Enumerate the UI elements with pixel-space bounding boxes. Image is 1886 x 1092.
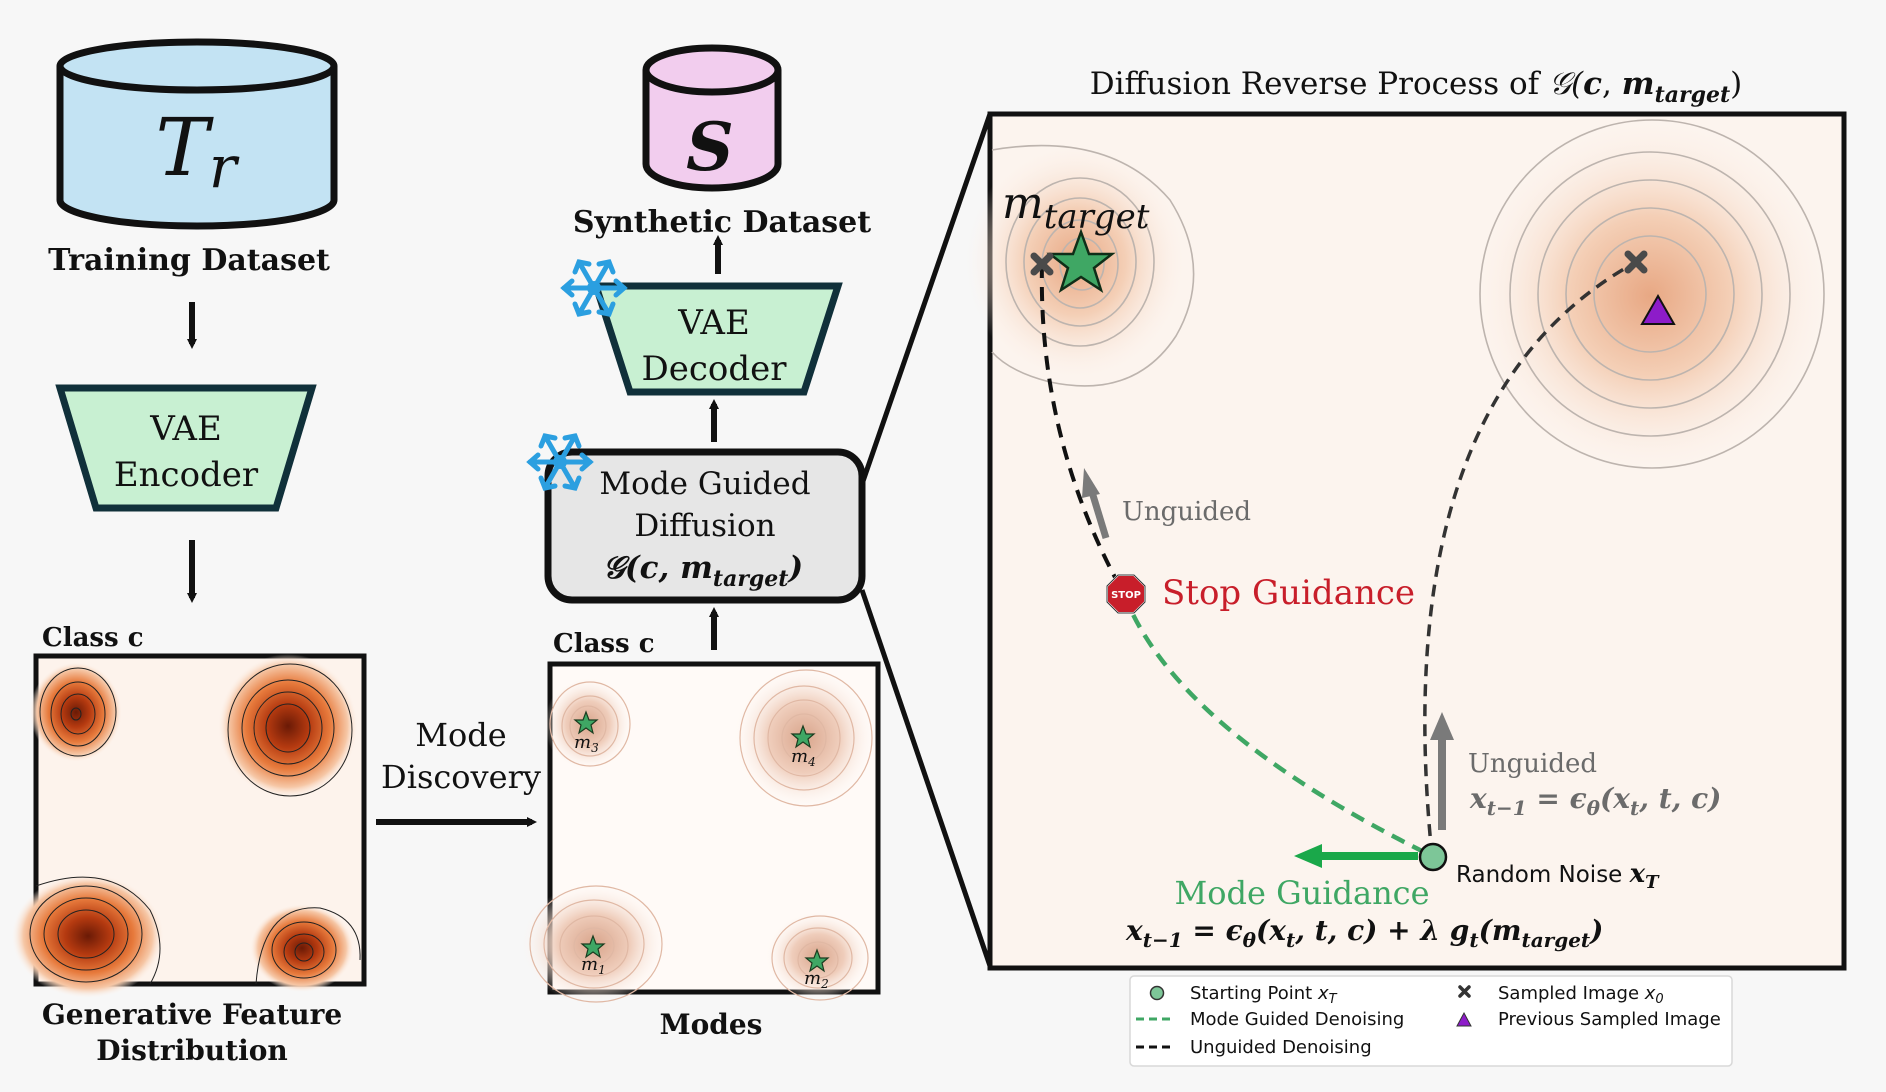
sampled-image-marker-left (1030, 252, 1054, 276)
snowflake-icon (526, 433, 594, 491)
unguided-path-right (1423, 260, 1637, 857)
feature-class-label: Class c (42, 623, 144, 653)
mode-label-m2: m2 (804, 968, 829, 991)
vae-decoder-line2: Decoder (641, 349, 787, 389)
random-noise-label: Random Noise xT (1456, 859, 1660, 893)
synthetic-dataset-cylinder (642, 44, 782, 192)
zoom-line-bottom (859, 589, 993, 967)
legend-sampled-label: Sampled Image x0 (1498, 983, 1664, 1007)
target-star (1046, 228, 1116, 293)
mode-guided-diffusion-box (544, 448, 866, 604)
mode-star-m2 (804, 948, 830, 973)
vae-encoder-line2: Encoder (114, 455, 259, 495)
legend-starting-point-label: Starting Point xT (1190, 983, 1338, 1007)
density-blob-top-right (218, 654, 358, 798)
training-symbol: Tr (155, 101, 239, 201)
legend-unguided-label: Unguided Denoising (1190, 1037, 1372, 1058)
unguided-arrow-left (1088, 490, 1110, 540)
mode-star-m3 (573, 710, 599, 735)
stop-sign-icon (1106, 574, 1146, 614)
legend-mode-guided-label: Mode Guided Denoising (1190, 1009, 1404, 1030)
zoom-line-top (859, 113, 993, 485)
guided-formula: xt−1 = ϵθ(xt, t, c) + λ gt(mtarget) (1125, 914, 1603, 952)
mode-guidance-label: Mode Guidance (1174, 874, 1429, 912)
mode-star-m1 (580, 934, 606, 959)
legend-previous-label: Previous Sampled Image (1498, 1009, 1721, 1030)
mode-guided-path (1121, 593, 1433, 859)
density-blob-bottom-right (250, 904, 361, 992)
mode-discovery-line2: Discovery (381, 758, 541, 796)
diffusion-line2: Diffusion (634, 508, 775, 544)
training-dataset-cylinder (56, 38, 338, 230)
feature-caption-line2: Distribution (96, 1034, 288, 1067)
training-dataset-label: Training Dataset (48, 243, 330, 278)
mode-discovery-line1: Mode (415, 716, 506, 754)
mode-label-m1: m1 (581, 954, 606, 977)
sampled-image-marker-right (1624, 250, 1648, 274)
unguided-formula: xt−1 = ϵθ(xt, t, c) (1469, 782, 1721, 820)
previous-mode-contours (1472, 118, 1828, 474)
big-panel-title: Diffusion Reverse Process of 𝒢(c, mtarge… (1090, 66, 1743, 108)
feature-distribution-panel (12, 653, 367, 998)
previous-sampled-triangle (1640, 293, 1676, 325)
stop-guidance-label: Stop Guidance (1162, 573, 1415, 613)
unguided-label-right: Unguided (1468, 749, 1597, 779)
modes-caption: Modes (660, 1008, 763, 1041)
legend-starting-point-marker (1149, 985, 1165, 1001)
reverse-process-panel (966, 111, 1847, 971)
unguided-label-top: Unguided (1122, 497, 1251, 527)
legend (1129, 975, 1733, 1067)
modes-panel (522, 661, 881, 1004)
mode-label-m3: m3 (574, 732, 599, 755)
vae-decoder-block (591, 282, 843, 396)
vae-encoder-block (55, 384, 317, 512)
mode-star-m4 (790, 724, 816, 749)
feature-caption-line1: Generative Feature (42, 998, 342, 1031)
legend-previous-marker (1456, 1011, 1472, 1027)
modes-class-label: Class c (553, 629, 655, 659)
unguided-path-left (1039, 263, 1126, 595)
snowflake-icon (560, 259, 628, 317)
diffusion-line1: Mode Guided (599, 466, 810, 502)
mode-label-m4: m4 (791, 746, 816, 769)
vae-encoder-line1: VAE (149, 409, 222, 449)
stop-sign-text: STOP (1111, 590, 1141, 601)
diffusion-formula: 𝒢(c, mtarget) (603, 550, 803, 592)
density-blob-top-left (30, 662, 122, 762)
starting-point-circle (1418, 842, 1448, 872)
synthetic-dataset-label: Synthetic Dataset (573, 205, 871, 240)
legend-sampled-marker (1458, 985, 1471, 998)
m-target-label: mtarget (1002, 178, 1150, 237)
synthetic-symbol: S (686, 108, 734, 186)
vae-decoder-line1: VAE (677, 303, 750, 343)
density-blob-bottom-left (12, 874, 164, 998)
